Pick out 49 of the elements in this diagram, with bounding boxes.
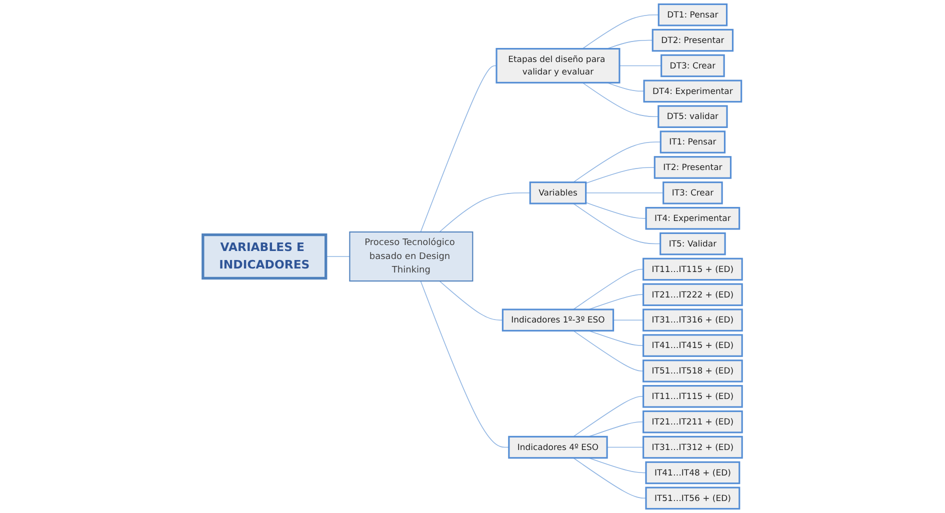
connector: [325, 256, 350, 257]
connector: [585, 192, 664, 194]
connector: [606, 40, 654, 50]
connector: [606, 446, 644, 448]
node-box: IT31…IT316 + (ED): [642, 308, 743, 332]
connector: [585, 202, 646, 219]
connector: [572, 457, 646, 499]
node-box: DT1: Pensar: [658, 3, 728, 26]
node-box: VARIABLES E INDICADORES: [202, 233, 328, 280]
connector: [420, 65, 497, 232]
node-box: DT4: Experimentar: [643, 80, 742, 103]
node-box: Etapas del diseño para validar y evaluar: [496, 48, 620, 84]
node-box: IT51…IT518 + (ED): [642, 360, 743, 382]
connector: [572, 203, 661, 244]
node-box: IT5: Validar: [660, 232, 726, 256]
connector: [588, 421, 644, 438]
node-box: IT11…IT115 + (ED): [642, 258, 743, 281]
connector: [585, 167, 656, 184]
node-box: DT3: Crear: [660, 54, 725, 78]
node-box: IT11…IT115 + (ED): [642, 385, 743, 408]
node-box: IT51…IT56 + (ED): [645, 486, 740, 510]
node-box: IT41…IT415 + (ED): [642, 334, 743, 357]
connector: [619, 65, 662, 66]
node-box: DT5: validar: [658, 105, 728, 128]
connector: [439, 280, 504, 320]
connector: [588, 330, 644, 346]
node-box: IT3: Crear: [662, 182, 723, 204]
node-box: IT2: Presentar: [654, 156, 732, 179]
node-box: IT1: Pensar: [660, 130, 726, 154]
connector: [420, 280, 510, 448]
connector: [572, 330, 644, 372]
connector: [572, 268, 644, 310]
node-box: Indicadores 1º-3º ESO: [502, 308, 614, 332]
node-box: Indicadores 4º ESO: [508, 436, 608, 459]
node-box: Variables: [529, 182, 587, 204]
node-box: IT4: Experimentar: [645, 206, 740, 230]
node-box: IT31…IT312 + (ED): [642, 436, 743, 459]
node-box: IT41…IT48 + (ED): [645, 461, 740, 484]
connector: [606, 82, 644, 92]
connector: [582, 14, 660, 50]
connector: [588, 457, 646, 474]
node-box: IT21…IT222 + (ED): [642, 283, 743, 306]
connector: [582, 82, 659, 117]
node-box: DT2: Presentar: [652, 28, 734, 52]
node-box: Proceso Tecnológico basado en Design Thinking: [349, 231, 474, 282]
node-box: IT21…IT211 + (ED): [642, 410, 743, 434]
connector: [572, 142, 662, 183]
connector: [439, 192, 531, 232]
connector: [572, 396, 644, 438]
